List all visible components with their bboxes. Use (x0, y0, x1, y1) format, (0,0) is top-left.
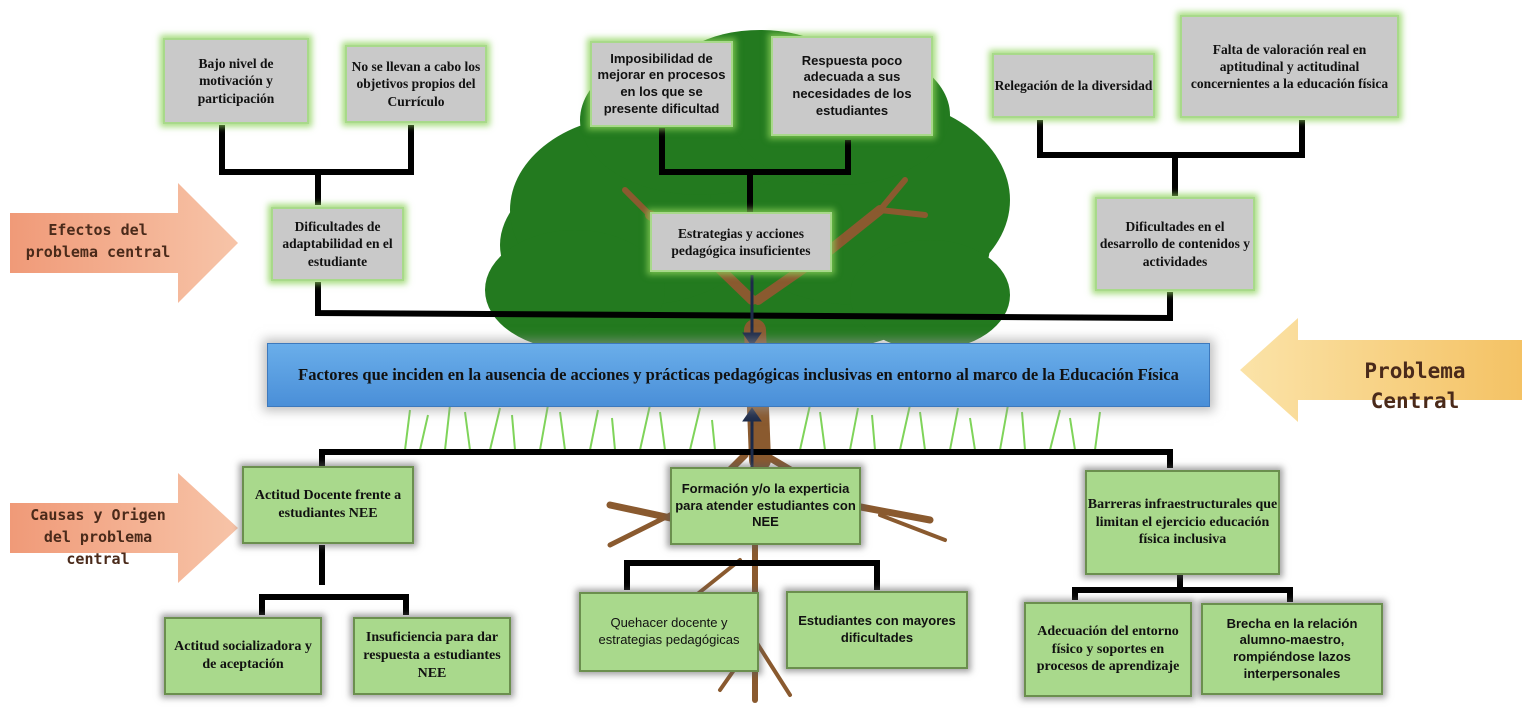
effect-right-child-2: Falta de valoración real en aptitudinal … (1180, 15, 1399, 118)
grass (404, 404, 1101, 451)
effect-left-child-2: No se llevan a cabo los objetivos propio… (345, 45, 487, 123)
effect-middle-title: Estrategias y acciones pedagógica insufi… (650, 212, 832, 272)
cause-left-title: Actitud Docente frente a estudiantes NEE (242, 466, 414, 544)
cause-middle-child-1: Quehacer docente y estrategias pedagógic… (579, 592, 759, 672)
central-connectors (742, 275, 762, 468)
cause-left-child-1: Actitud socializadora y de aceptación (164, 617, 322, 695)
effect-right-title: Dificultades en el desarrollo de conteni… (1095, 197, 1255, 291)
effect-middle-child-1: Imposibilidad de mejorar en procesos en … (590, 41, 733, 127)
causes-arrow-label: Causas y Origen del problema central (30, 506, 166, 568)
effects-arrow (10, 183, 238, 303)
cause-right-child-1: Adecuación del entorno físico y soportes… (1024, 602, 1192, 697)
cause-right-title: Barreras infraestructurales que limitan … (1085, 470, 1280, 575)
cause-left-child-2: Insuficiencia para dar respuesta a estud… (353, 617, 511, 695)
cause-middle-title: Formación y/o la experticia para atender… (670, 467, 861, 545)
effect-right-child-1: Relegación de la diversidad (992, 53, 1155, 118)
causes-arrow (10, 473, 238, 583)
central-arrow-label: Problema Central (1364, 359, 1466, 414)
cause-middle-child-2: Estudiantes con mayores dificultades (786, 591, 968, 669)
effects-arrow-label: Efectos del problema central (25, 221, 171, 261)
effect-left-title: Dificultades de adaptabilidad en el estu… (271, 207, 404, 281)
connector-lines (219, 120, 1305, 615)
effect-middle-child-2: Respuesta poco adecuada a sus necesidade… (771, 36, 933, 136)
central-arrow (1240, 318, 1522, 422)
central-problem-box: Factores que inciden en la ausencia de a… (267, 343, 1210, 407)
cause-right-child-2: Brecha en la relación alumno-maestro, ro… (1201, 603, 1383, 695)
effect-left-child-1: Bajo nivel de motivación y participación (163, 38, 309, 124)
